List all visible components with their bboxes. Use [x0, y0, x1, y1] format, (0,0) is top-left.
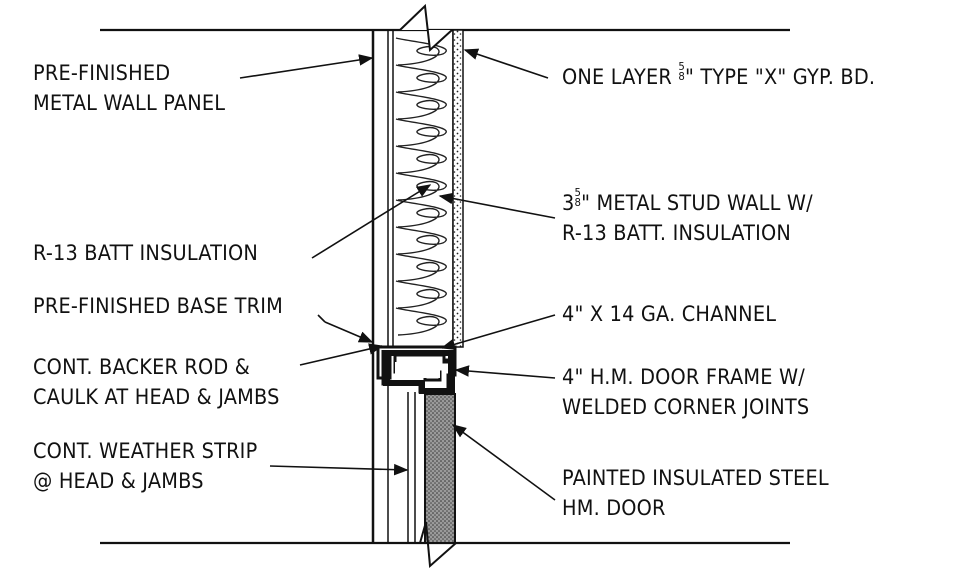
leader-door — [451, 424, 556, 501]
bottom-break-line — [419, 521, 457, 569]
leader-metal-panel — [239, 54, 374, 79]
label-door: PAINTED INSULATED STEEL HM. DOOR — [562, 466, 829, 520]
leader-backer-rod — [299, 343, 384, 366]
gyp-suffix: " TYPE "X" GYP. BD. — [684, 65, 876, 89]
batt-loops — [395, 37, 447, 336]
gyp-prefix: ONE LAYER — [562, 65, 679, 89]
gyp-board — [452, 29, 464, 348]
leader-weather-strip — [269, 463, 409, 476]
label-channel: 4" X 14 GA. CHANNEL — [562, 302, 777, 326]
leader-batt — [311, 184, 432, 259]
label-backer-rod: CONT. BACKER ROD & CAULK AT HEAD & JAMBS — [33, 355, 280, 409]
leader-base-trim — [317, 314, 326, 323]
batt-insulation — [395, 37, 447, 336]
label-weather-strip: CONT. WEATHER STRIP @ HEAD & JAMBS — [33, 439, 258, 493]
leader-door-frame — [454, 365, 556, 379]
label-base-trim: PRE-FINISHED BASE TRIM — [33, 294, 283, 318]
leader-stud-wall — [438, 192, 556, 219]
leader-channel — [440, 314, 556, 350]
label-metal-panel: PRE-FINISHED METAL WALL PANEL — [33, 61, 226, 115]
label-door-frame: 4" H.M. DOOR FRAME W/ WELDED CORNER JOIN… — [562, 365, 810, 419]
leader-base-trim-2 — [324, 321, 374, 343]
leader-gyp-bd — [463, 48, 549, 79]
top-break-line — [399, 3, 453, 53]
label-batt: R-13 BATT INSULATION — [33, 241, 259, 265]
steel-door — [424, 393, 456, 544]
